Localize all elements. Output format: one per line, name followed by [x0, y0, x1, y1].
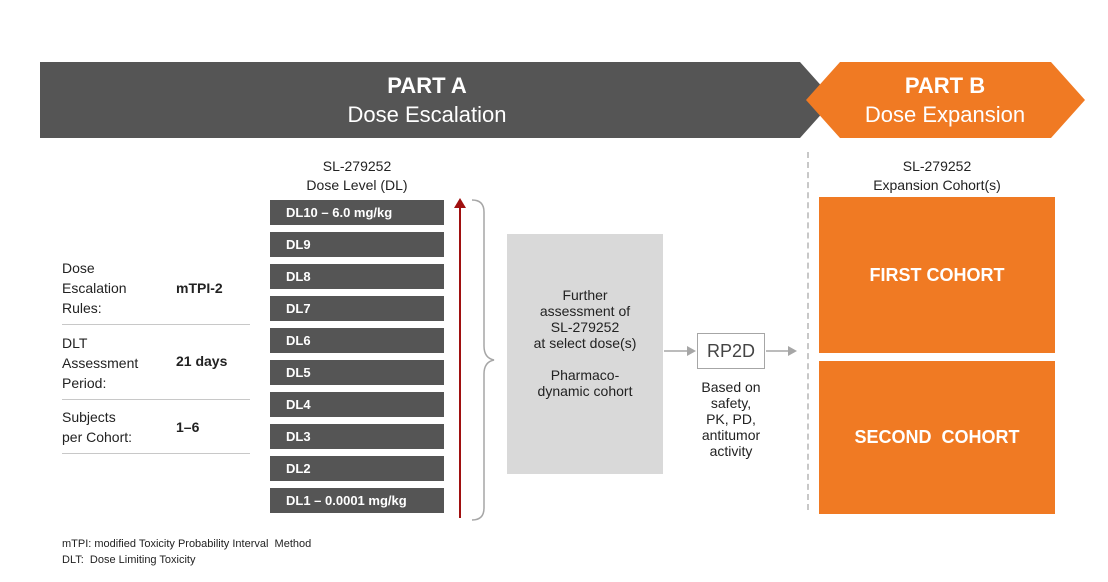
part-a-heading: PART A Dose Escalation: [40, 71, 814, 129]
rp2d-note-line: antitumor: [701, 427, 761, 443]
dose-level-bar: DL4: [270, 392, 444, 417]
first-cohort-label: FIRST COHORT: [869, 265, 1005, 285]
rule-value: 1–6: [176, 419, 200, 435]
rp2d-note-line: safety,: [710, 395, 752, 411]
from-rp2d-arrow-head: [788, 346, 797, 356]
further-assessment-line: at select dose(s): [533, 335, 637, 351]
dose-level-bar: DL3: [270, 424, 444, 449]
dose-level-bar: DL5: [270, 360, 444, 385]
part-b-subtitle: Dose Expansion: [864, 102, 1026, 127]
pd-cohort-line: Pharmaco-: [550, 367, 620, 383]
dose-level-bar: DL10 – 6.0 mg/kg: [270, 200, 444, 225]
rule-label-line: Period:: [62, 375, 107, 391]
dose-level-list: DL10 – 6.0 mg/kg DL9 DL8 DL7 DL6 DL5 DL4…: [270, 200, 444, 520]
rule-label: Subjects per Cohort:: [62, 407, 132, 447]
dose-level-heading-line2: Dose Level (DL): [306, 177, 408, 193]
rule-label-line: DLT: [62, 335, 88, 351]
rule-label-line: per Cohort:: [62, 429, 133, 445]
rule-row-escalation: Dose Escalation Rules: mTPI-2: [62, 254, 250, 325]
dose-level-bar: DL6: [270, 328, 444, 353]
rp2d-note-line: Based on: [701, 379, 761, 395]
pd-cohort-line: dynamic cohort: [537, 383, 633, 399]
part-a-subtitle: Dose Escalation: [347, 102, 507, 127]
dose-level-bar: DL7: [270, 296, 444, 321]
dose-brace: [471, 199, 495, 521]
rp2d-note: Based on safety, PK, PD, antitumor activ…: [680, 379, 782, 459]
part-divider: [807, 152, 809, 510]
rp2d-box: RP2D: [697, 333, 765, 369]
expansion-heading: SL-279252 Expansion Cohort(s): [819, 157, 1055, 195]
further-assessment-line: assessment of: [539, 303, 631, 319]
first-cohort-box: FIRST COHORT: [819, 197, 1055, 353]
expansion-heading-line1: SL-279252: [902, 158, 972, 174]
rule-label-line: Rules:: [62, 300, 102, 316]
rule-label-line: Subjects: [62, 409, 116, 425]
dose-level-bar: DL8: [270, 264, 444, 289]
rule-row-subjects: Subjects per Cohort: 1–6: [62, 400, 250, 454]
dose-level-bar: DL2: [270, 456, 444, 481]
rule-row-dlt: DLT Assessment Period: 21 days: [62, 325, 250, 400]
to-rp2d-arrow-head: [687, 346, 696, 356]
further-assessment-line: SL-279252: [550, 319, 620, 335]
rp2d-note-line: activity: [709, 443, 753, 459]
part-b-heading: PART B Dose Expansion: [828, 71, 1062, 129]
dose-level-bar: DL1 – 0.0001 mg/kg: [270, 488, 444, 513]
part-b-title: PART B: [904, 73, 986, 98]
rule-value: 21 days: [176, 353, 228, 369]
expansion-heading-line2: Expansion Cohort(s): [873, 177, 1001, 193]
escalation-arrow-head: [454, 198, 466, 208]
rule-label: Dose Escalation Rules:: [62, 258, 127, 318]
footnote-mtpi: mTPI: modified Toxicity Probability Inte…: [62, 538, 312, 550]
second-cohort-label: SECOND COHORT: [854, 427, 1020, 447]
rule-value: mTPI-2: [176, 280, 223, 296]
further-assessment-line: Further: [562, 287, 608, 303]
further-assessment-box: Further assessment of SL-279252 at selec…: [507, 234, 663, 474]
rp2d-note-line: PK, PD,: [706, 411, 756, 427]
part-a-title: PART A: [387, 73, 467, 98]
dose-level-heading-line1: SL-279252: [322, 158, 392, 174]
dose-level-heading: SL-279252 Dose Level (DL): [270, 157, 444, 195]
part-a-band: [40, 62, 834, 138]
dose-level-bar: DL9: [270, 232, 444, 257]
rule-label-line: Escalation: [62, 280, 127, 296]
footnote-dlt: DLT: Dose Limiting Toxicity: [62, 554, 196, 566]
part-b-band: [806, 62, 1085, 138]
second-cohort-box: SECOND COHORT: [819, 361, 1055, 514]
rule-label-line: Dose: [62, 260, 95, 276]
rule-label-line: Assessment: [62, 355, 139, 371]
rule-label: DLT Assessment Period:: [62, 333, 138, 393]
